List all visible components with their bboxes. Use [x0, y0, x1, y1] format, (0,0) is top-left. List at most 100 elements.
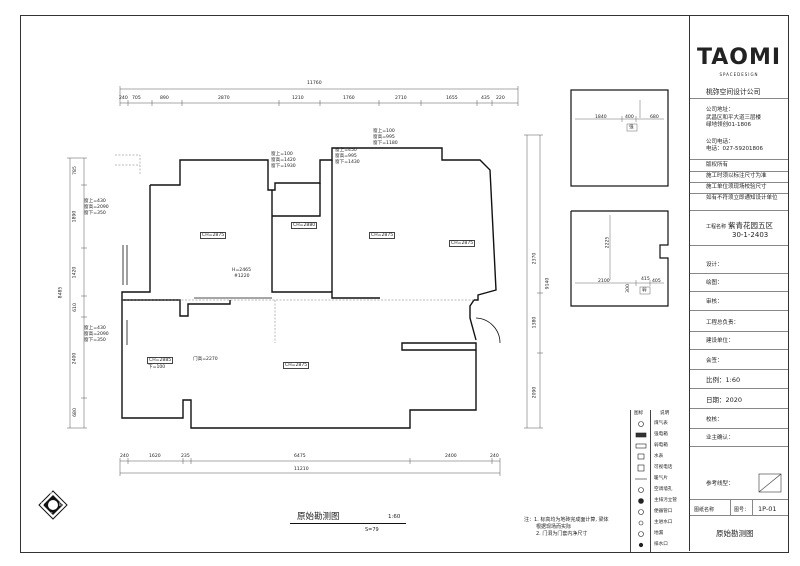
elev-b-dim: 300: [625, 284, 631, 293]
tb-divider: [690, 428, 788, 429]
room-ceiling-tag: CH=2880: [291, 222, 318, 229]
legend-item: 排水口: [654, 542, 668, 547]
legend-header-desc: 说明: [660, 411, 670, 416]
room-ceiling-tag: CH=2875: [200, 232, 227, 239]
legend-divider: [650, 410, 651, 552]
room-ceiling-tag: CH=2875: [449, 240, 476, 247]
bottom-dim: 240: [120, 454, 129, 459]
top-total-dim: 11760: [307, 81, 322, 86]
date-row: 日期：2020: [706, 396, 743, 404]
compass-letter: C: [50, 512, 53, 517]
copyright-line: 如有不符须立即通知设计单位: [706, 195, 778, 201]
tb-divider: [690, 193, 788, 194]
bottom-dim: 2400: [445, 454, 457, 459]
reference-line-label: 参考线型：: [706, 481, 734, 487]
weak-box-icon: [635, 443, 647, 449]
tb-divider: [690, 310, 788, 311]
bottom-dim: 240: [490, 454, 499, 459]
elev-a-tag: 强: [629, 125, 634, 130]
door-note: 下=100: [148, 365, 166, 370]
company-name: 桃弥空间设计公司: [706, 88, 761, 96]
bottom-total-dim: 11210: [294, 467, 309, 472]
gas-meter-icon: [638, 421, 644, 427]
reference-line-swatch: [758, 473, 782, 493]
extra-row: 校核：: [706, 417, 723, 423]
top-dim: 890: [160, 96, 169, 101]
legend-item: 主排污立管: [654, 498, 677, 503]
elev-a-dim: 1840: [595, 115, 607, 120]
power-box-icon: [635, 432, 647, 438]
project-unit: 30-1-2403: [732, 231, 769, 239]
drawing-no: 1P-01: [758, 505, 777, 513]
compass-letter: D: [41, 502, 45, 507]
sign-row: 设计：: [706, 262, 723, 268]
legend-header-icon: 图标: [634, 411, 644, 416]
company-logo-sub: SPACEDESIGN: [719, 72, 759, 77]
company-address-label: 公司地址：: [706, 107, 734, 113]
tb-divider: [690, 182, 788, 183]
door-note: #1220: [234, 274, 250, 279]
top-dim: 220: [496, 96, 505, 101]
tb-divider: [690, 245, 788, 246]
ac-hole-icon: [638, 487, 644, 493]
sign-row: 工程总负责：: [706, 320, 740, 326]
tb-divider: [690, 515, 788, 516]
tb-col-divider: [730, 499, 731, 515]
scale-row: 比例：1:60: [706, 376, 741, 384]
outlet-icon: [638, 542, 644, 548]
sign-row: 绘图：: [706, 280, 723, 286]
room-ceiling-tag: CH=2875: [369, 232, 396, 239]
company-address: 武昌区和平大道三层楼: [706, 115, 762, 121]
company-logo: TAOMI: [696, 45, 782, 70]
top-dim: 1210: [292, 96, 304, 101]
top-dim: 435: [481, 96, 490, 101]
drain-stack-icon: [638, 498, 644, 504]
elev-b-dim: 2100: [598, 279, 610, 284]
plan-scale: 1:60: [388, 514, 401, 520]
tb-divider: [690, 171, 788, 172]
tb-divider: [690, 98, 788, 99]
elev-b-dim: 2225: [605, 236, 611, 249]
legend-item: 煤气表: [654, 421, 668, 426]
room-ceiling-tag: CH=2875: [283, 362, 310, 369]
plan-area: S=79: [365, 527, 379, 533]
project-name: 紫青花园五区: [728, 221, 773, 230]
room-ceiling-tag: CH=2885: [147, 357, 174, 364]
tb-divider: [690, 331, 788, 332]
compass-letter: B: [59, 502, 62, 507]
tb-divider: [690, 499, 788, 500]
plan-title-underline: [290, 523, 406, 524]
legend-item: 便器管口: [654, 509, 673, 514]
door-note: H=2465: [232, 268, 251, 273]
company-address: 绿地领创01-1806: [706, 122, 751, 128]
elev-b-dim: 415: [641, 277, 650, 282]
legend-item: 地漏: [654, 531, 664, 536]
drawing-name-label: 图纸名称: [694, 507, 715, 513]
extra-row: 业主确认：: [706, 435, 734, 441]
elev-a-dim: 680: [650, 115, 659, 120]
top-dim: 1655: [446, 96, 458, 101]
bottom-dim: 235: [181, 454, 190, 459]
legend-item: 可视电话: [654, 465, 673, 470]
tb-divider: [690, 291, 788, 292]
sign-row: 会签：: [706, 358, 723, 364]
elev-b-tag: 弱: [642, 288, 647, 293]
tb-divider: [690, 408, 788, 409]
floor-drain-icon: [638, 531, 644, 537]
tb-divider: [690, 349, 788, 350]
company-phone: 电话：027-59201806: [706, 146, 763, 152]
sign-row: 审核：: [706, 299, 723, 305]
legend-item: 强电箱: [654, 432, 668, 437]
legend-item: 主进水口: [654, 520, 673, 525]
legend-item: 空调墙孔: [654, 487, 673, 492]
bottom-dim: 6475: [294, 454, 306, 459]
legend-item: 暖气片: [654, 476, 668, 481]
door-note: 门高=2270: [193, 357, 218, 362]
legend-item: 水表: [654, 454, 664, 459]
drawing-frame: [20, 15, 789, 553]
bottom-dim: 1620: [149, 454, 161, 459]
